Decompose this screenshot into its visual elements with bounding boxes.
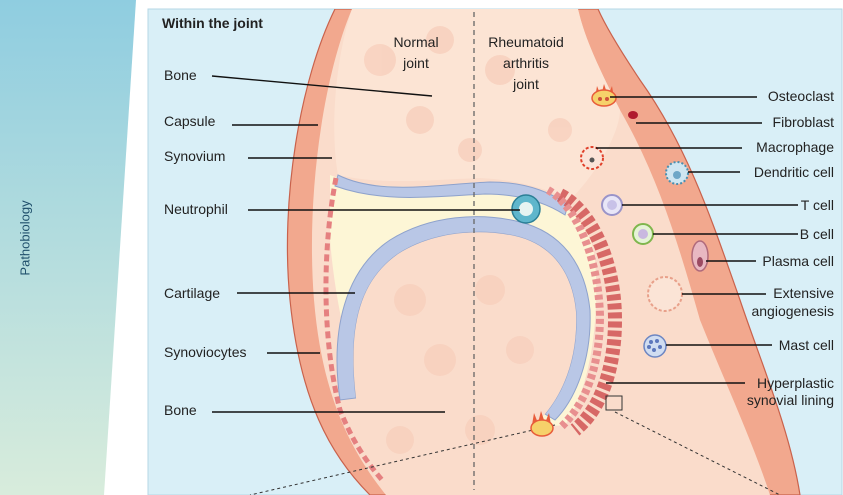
label-neutrophil: Neutrophil: [164, 201, 228, 217]
label-plasma-cell: Plasma cell: [762, 253, 834, 269]
t-cell: [601, 194, 623, 216]
section-label: Pathobiology: [17, 200, 33, 276]
label-fibroblast: Fibroblast: [773, 114, 835, 130]
plasma-cell: [691, 240, 709, 272]
label-bone-top: Bone: [164, 67, 197, 83]
label-angiogenesis-2: angiogenesis: [751, 303, 834, 319]
neutrophil: [511, 194, 541, 224]
label-synovium: Synovium: [164, 148, 225, 164]
label-macrophage: Macrophage: [756, 139, 834, 155]
left-leader-lines: [211, 75, 520, 413]
sidebar: Pathobiology: [0, 0, 140, 495]
label-hyperplastic-1: Hyperplastic: [757, 375, 834, 391]
label-b-cell: B cell: [800, 226, 834, 242]
label-synoviocytes: Synoviocytes: [164, 344, 246, 360]
joint-illustration: Within the joint Normal joint Rheumatoid…: [147, 8, 843, 495]
header-ra-3: joint: [512, 76, 539, 92]
right-leader-lines: [596, 96, 798, 384]
sidebar-band: [0, 0, 136, 495]
panel-title: Within the joint: [162, 15, 263, 31]
dendritic-cell: [665, 161, 689, 185]
header-normal-2: joint: [402, 55, 429, 71]
upper-cartilage: [334, 174, 569, 216]
angiogenesis-vessel: [647, 276, 683, 312]
label-osteoclast: Osteoclast: [768, 88, 834, 104]
label-cartilage: Cartilage: [164, 285, 220, 301]
label-dendritic-cell: Dendritic cell: [754, 164, 834, 180]
label-mast-cell: Mast cell: [779, 337, 834, 353]
synovium-hyperplastic: [556, 188, 623, 436]
joint-diagram: Within the joint Normal joint Rheumatoid…: [147, 8, 843, 495]
label-t-cell: T cell: [801, 197, 834, 213]
osteoclast-lower: [530, 411, 554, 437]
bone-texture: [364, 26, 572, 454]
synovium-normal: [323, 177, 384, 482]
zoom-box: [605, 395, 623, 411]
b-cell: [632, 223, 654, 245]
label-capsule: Capsule: [164, 113, 216, 129]
mast-cell: [643, 334, 667, 358]
header-ra-1: Rheumatoid: [488, 34, 564, 50]
upper-bone: [334, 9, 620, 200]
header-normal-1: Normal: [393, 34, 438, 50]
label-bone-bottom: Bone: [164, 402, 197, 418]
label-hyperplastic-2: synovial lining: [747, 392, 834, 408]
header-ra-2: arthritis: [503, 55, 549, 71]
osteoclast: [591, 84, 617, 107]
label-angiogenesis-1: Extensive: [773, 285, 834, 301]
macrophage: [580, 146, 604, 170]
fibroblast: [628, 111, 638, 119]
